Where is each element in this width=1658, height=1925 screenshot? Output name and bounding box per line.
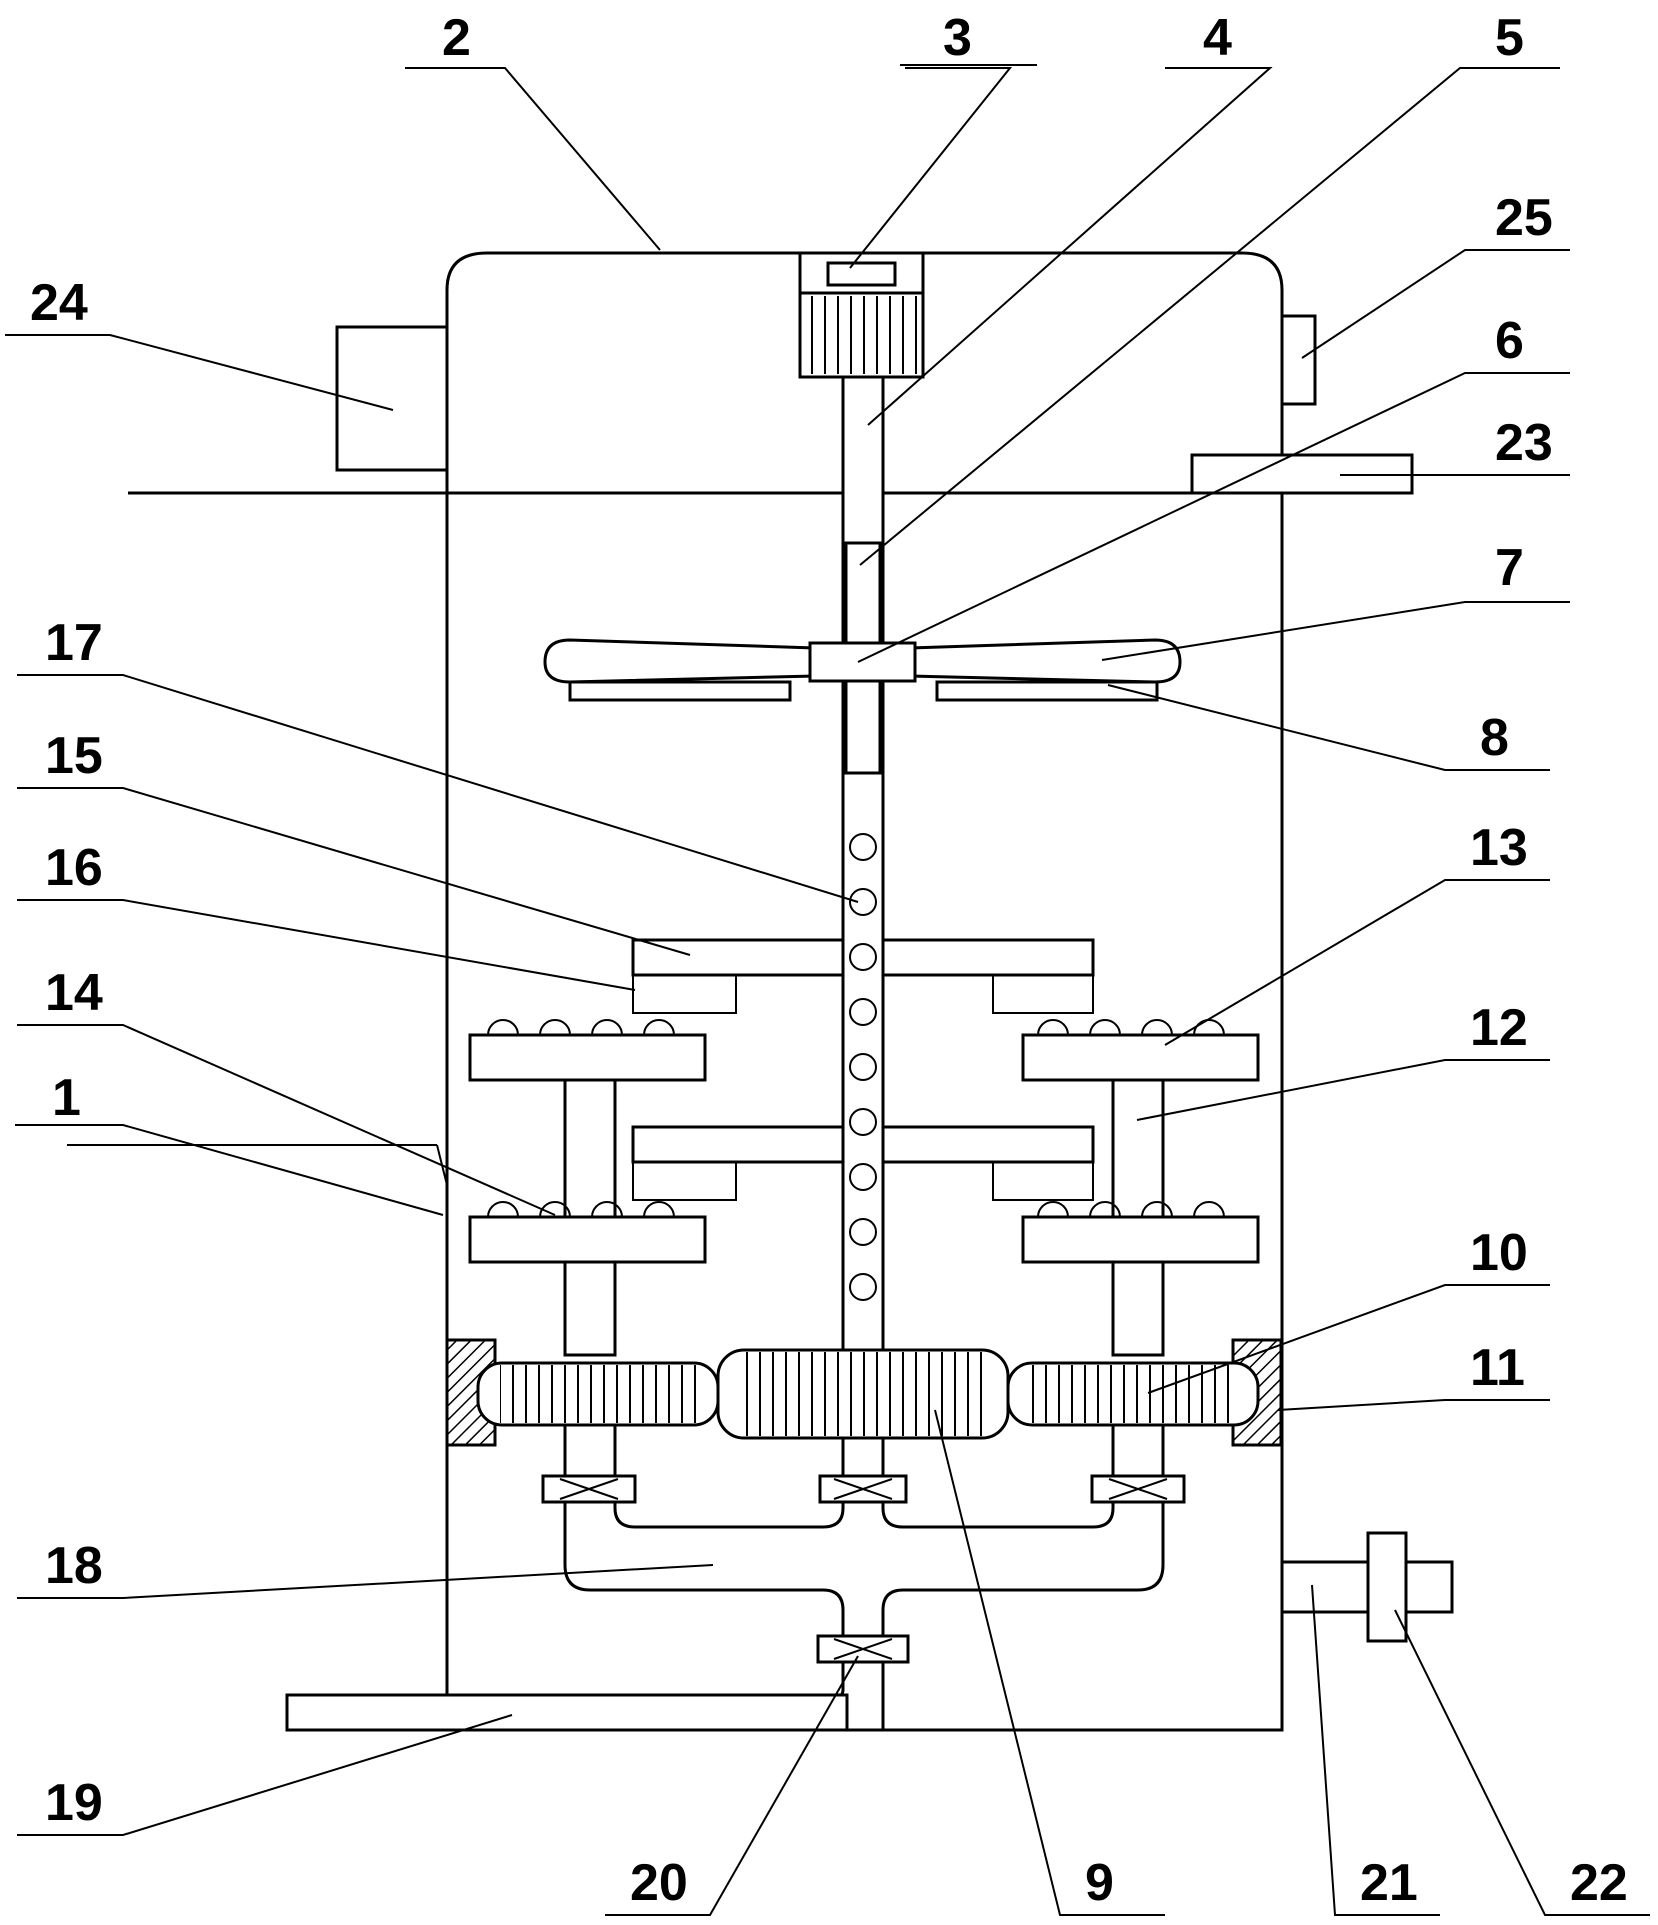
- label-10: 10: [1470, 1224, 1528, 1282]
- label-22: 22: [1570, 1854, 1628, 1912]
- label-9: 9: [1085, 1854, 1114, 1912]
- label-13: 13: [1470, 819, 1528, 877]
- control-box: [335, 325, 449, 472]
- label-11: 11: [1470, 1339, 1525, 1397]
- label-7: 7: [1495, 539, 1524, 597]
- label-25: 25: [1495, 189, 1553, 247]
- callout-labels: 1 2 3 4 5 6 7 8 9 10 11 12 13 14 15 16 1…: [30, 9, 1628, 1912]
- label-16: 16: [45, 839, 103, 897]
- label-19: 19: [45, 1774, 103, 1832]
- label-5: 5: [1495, 9, 1524, 67]
- central-shaft: [841, 375, 885, 1359]
- label-2: 2: [442, 9, 471, 67]
- shaft-holes: [849, 833, 877, 1301]
- right-rotor: [1021, 1019, 1260, 1357]
- upper-blades: [543, 638, 1182, 702]
- label-1: 1: [52, 1069, 81, 1127]
- label-4: 4: [1203, 9, 1232, 67]
- outlet-pipes: [287, 1425, 1186, 1730]
- label-23: 23: [1495, 414, 1553, 472]
- label-18: 18: [45, 1537, 103, 1595]
- label-17: 17: [45, 614, 103, 672]
- left-rotor: [468, 1019, 707, 1357]
- side-outlet: [1280, 1531, 1454, 1643]
- upper-arms: [631, 938, 1095, 1014]
- leader-lines: [67, 64, 1037, 1186]
- label-20: 20: [630, 1854, 688, 1912]
- hub: [808, 641, 917, 683]
- label-6: 6: [1495, 312, 1524, 370]
- label-21: 21: [1360, 1854, 1418, 1912]
- motor: [798, 251, 925, 379]
- label-15: 15: [45, 727, 103, 785]
- label-8: 8: [1480, 709, 1509, 767]
- sensor-box: [1280, 314, 1317, 406]
- label-3: 3: [943, 9, 972, 67]
- label-12: 12: [1470, 999, 1528, 1057]
- leader-lines-main: [5, 67, 1650, 1916]
- base-plate: [285, 1693, 849, 1732]
- label-14: 14: [45, 964, 103, 1022]
- label-24: 24: [30, 274, 88, 332]
- tank-body: [128, 251, 1284, 1732]
- gear-train: [476, 1348, 1260, 1440]
- lower-arms: [631, 1125, 1095, 1201]
